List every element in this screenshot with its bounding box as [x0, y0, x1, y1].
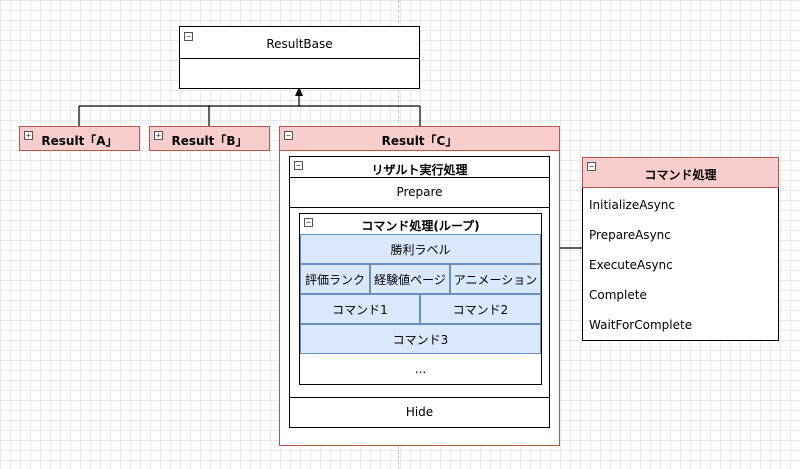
- rank-text: 評価ランク: [304, 272, 365, 287]
- minus-box-icon[interactable]: −: [587, 162, 596, 171]
- result-a-title: Result「A」: [41, 134, 118, 148]
- command-class[interactable]: − コマンド処理 InitializeAsync PrepareAsync Ex…: [582, 157, 779, 341]
- result-b-class[interactable]: + Result「B」: [149, 126, 270, 151]
- command1-cell: コマンド1: [300, 294, 420, 324]
- command3-cell: コマンド3: [300, 324, 541, 354]
- command-class-title: コマンド処理: [644, 168, 717, 182]
- victory-label-cell: 勝利ラベル: [300, 234, 541, 264]
- animation-text: アニメーション: [453, 272, 538, 287]
- command2-cell: コマンド2: [420, 294, 541, 324]
- plus-box-icon[interactable]: +: [154, 131, 163, 140]
- method-prepare-async[interactable]: PrepareAsync: [589, 228, 671, 242]
- minus-box-icon[interactable]: −: [284, 131, 293, 140]
- result-base-title: ResultBase: [266, 37, 333, 51]
- result-c-header: − Result「C」: [279, 126, 560, 151]
- exp-page-text: 経験値ページ: [374, 272, 446, 287]
- method-complete[interactable]: Complete: [589, 288, 647, 302]
- plus-box-icon[interactable]: +: [24, 131, 33, 140]
- result-b-title: Result「B」: [171, 134, 248, 148]
- result-flow-title: リザルト実行処理: [371, 163, 468, 177]
- method-wait-for-complete[interactable]: WaitForComplete: [589, 318, 693, 332]
- animation-cell: アニメーション: [450, 264, 541, 294]
- ellipsis-text: ...: [414, 362, 427, 376]
- command1-text: コマンド1: [332, 302, 388, 317]
- hide-step: Hide: [405, 405, 434, 419]
- prepare-step: Prepare: [396, 185, 443, 199]
- command-loop-title: コマンド処理(ループ): [361, 219, 480, 233]
- result-a-class[interactable]: + Result「A」: [19, 126, 140, 151]
- ellipsis-cell: ...: [300, 354, 541, 384]
- minus-box-icon[interactable]: −: [294, 161, 303, 170]
- minus-box-icon[interactable]: −: [184, 32, 193, 41]
- victory-label-text: 勝利ラベル: [390, 242, 451, 257]
- method-initialize-async[interactable]: InitializeAsync: [589, 198, 675, 212]
- flow-divider-top: [290, 177, 549, 178]
- result-base-divider: [180, 58, 419, 59]
- command2-text: コマンド2: [452, 302, 509, 317]
- result-base-class[interactable]: − ResultBase: [179, 26, 420, 89]
- command3-text: コマンド3: [392, 332, 449, 347]
- minus-box-icon[interactable]: −: [304, 218, 313, 227]
- result-c-title: Result「C」: [381, 134, 458, 148]
- command-class-header: − コマンド処理: [582, 157, 779, 188]
- inherit-arrowhead: [295, 87, 303, 96]
- rank-cell: 評価ランク: [300, 264, 370, 294]
- flow-divider-prepare: [290, 207, 549, 208]
- method-execute-async[interactable]: ExecuteAsync: [589, 258, 673, 272]
- flow-divider-hide: [290, 397, 549, 398]
- exp-page-cell: 経験値ページ: [370, 264, 450, 294]
